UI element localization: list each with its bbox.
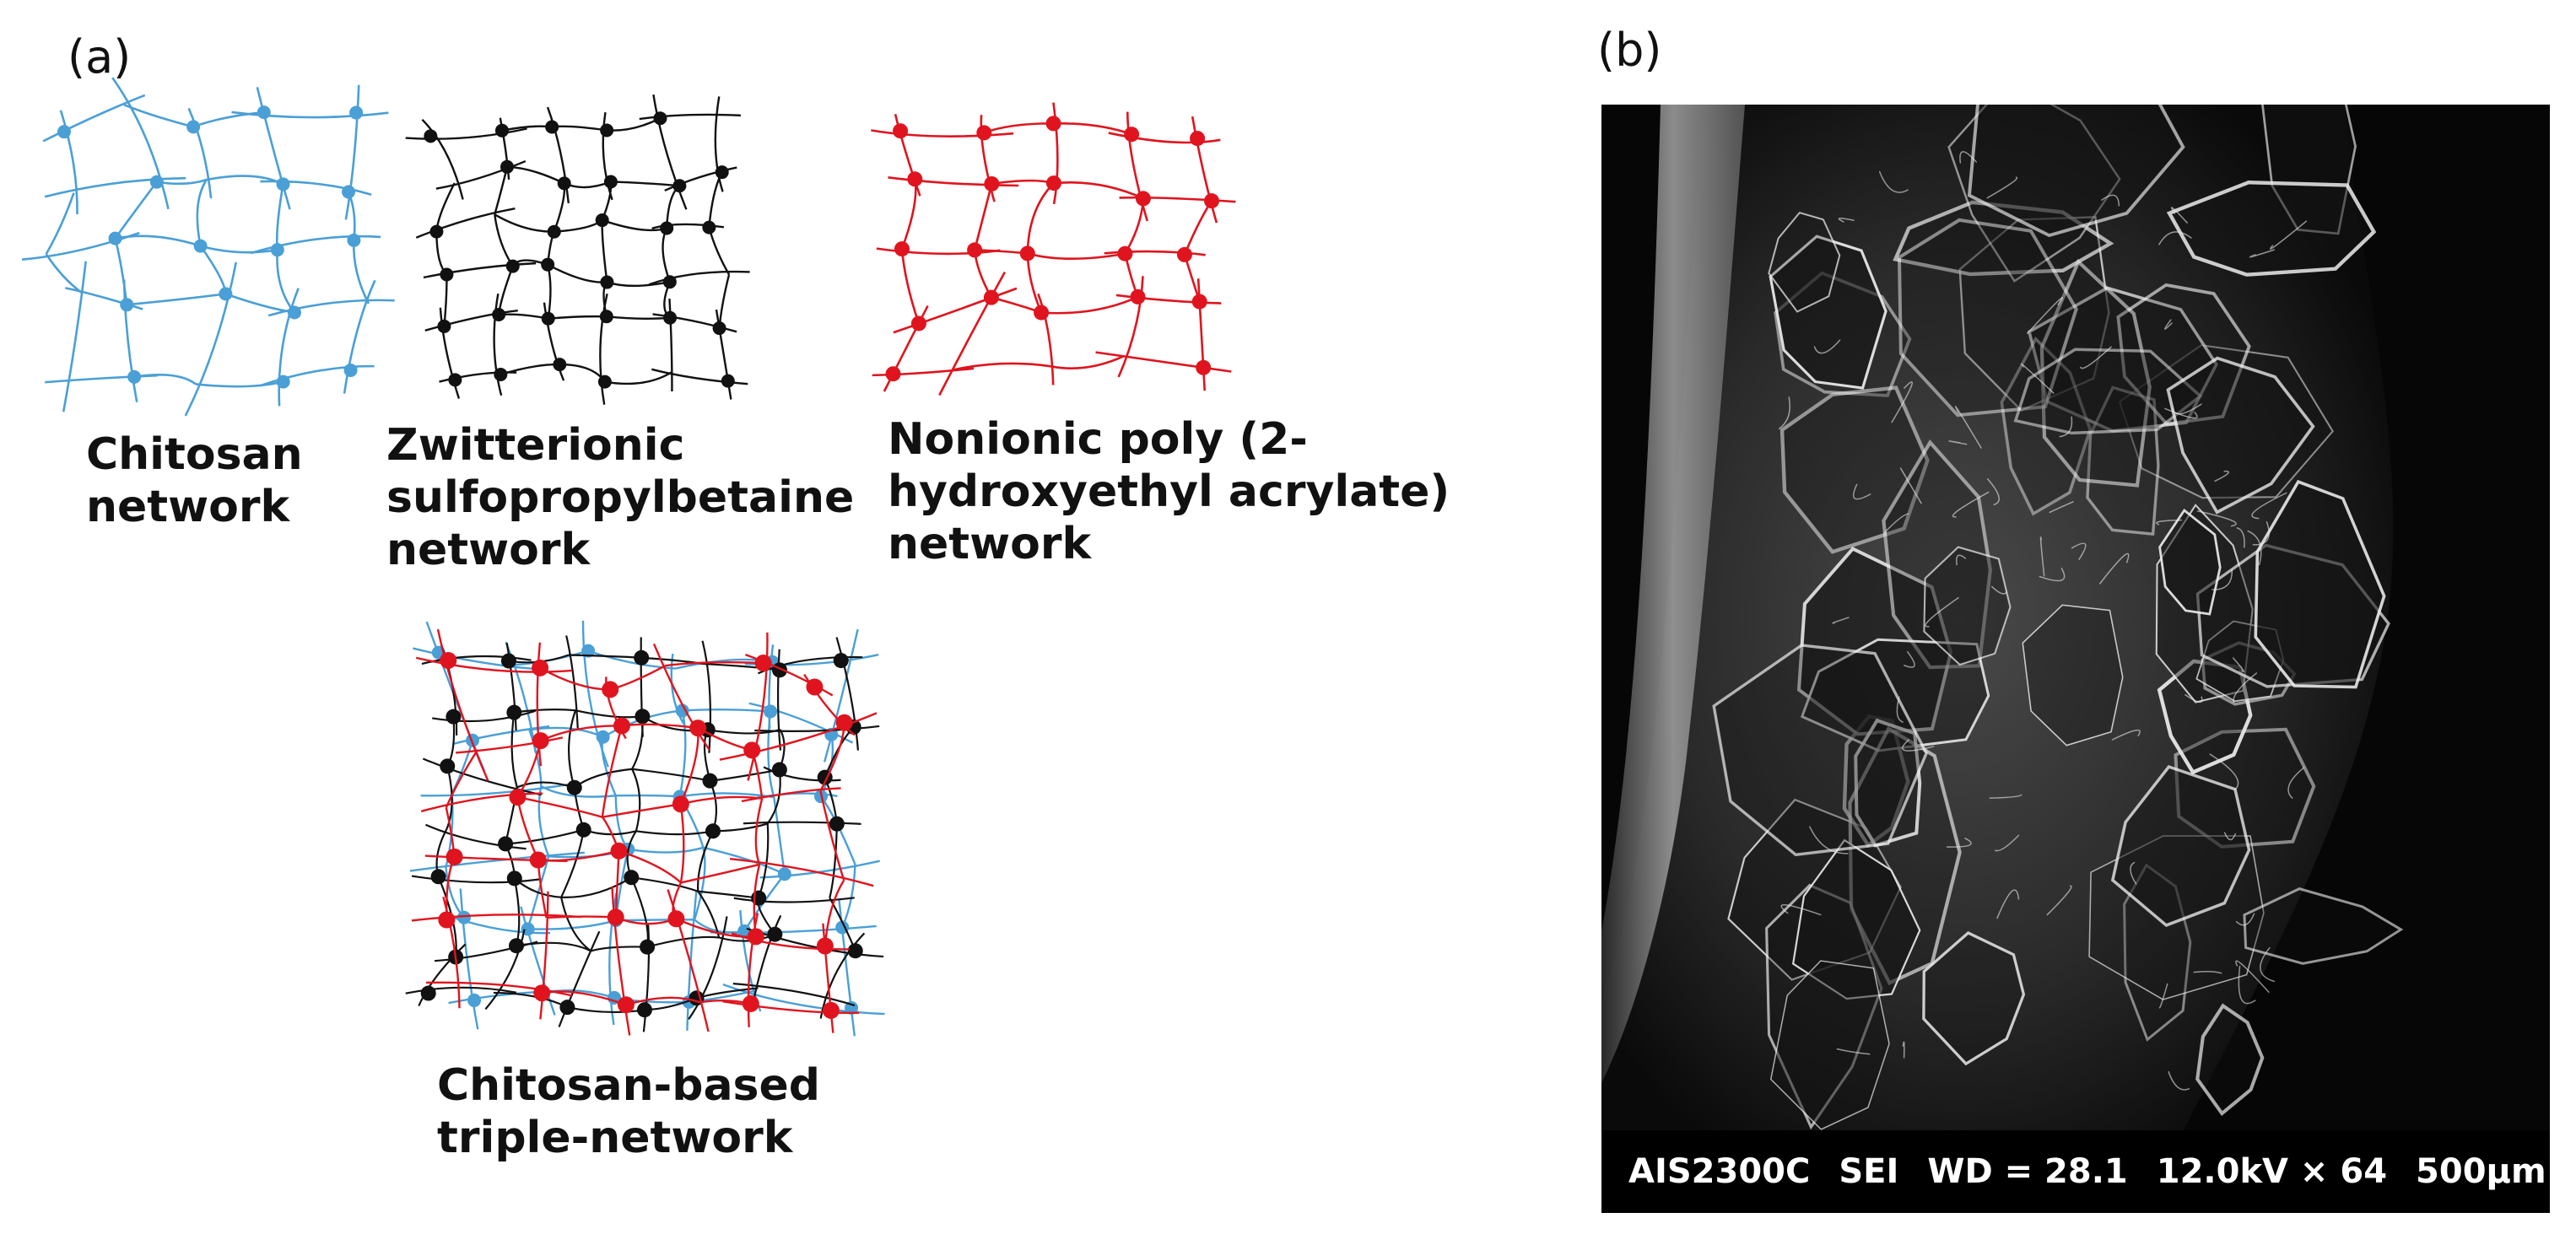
panel-a-label: (a) bbox=[68, 30, 132, 84]
triple-network-diagram bbox=[405, 620, 885, 1037]
triple-network-caption: Chitosan-based triple-network bbox=[437, 1060, 820, 1163]
sem-micrograph bbox=[1601, 105, 2550, 1130]
working-distance-label: WD = 28.1 bbox=[1927, 1152, 2128, 1191]
chitosan-network-diagram bbox=[21, 77, 395, 417]
sem-info-bar: AIS2300C SEI WD = 28.1 12.0kV × 64 500µm bbox=[1601, 1130, 2550, 1213]
nonionic-network-diagram bbox=[871, 102, 1236, 396]
chitosan-caption: Chitosan network bbox=[86, 429, 303, 532]
zwitterionic-network-diagram bbox=[405, 94, 750, 405]
scale-label: 500µm bbox=[2416, 1152, 2546, 1191]
voltage-magnification-label: 12.0kV × 64 bbox=[2156, 1152, 2388, 1191]
zwitterionic-caption: Zwitterionic sulfopropylbetaine network bbox=[386, 420, 855, 575]
instrument-label: AIS2300C bbox=[1628, 1152, 1811, 1191]
nonionic-caption: Nonionic poly (2- hydroxyethyl acrylate)… bbox=[888, 414, 1450, 569]
panel-b-label: (b) bbox=[1597, 24, 1662, 77]
detector-label: SEI bbox=[1839, 1152, 1899, 1191]
